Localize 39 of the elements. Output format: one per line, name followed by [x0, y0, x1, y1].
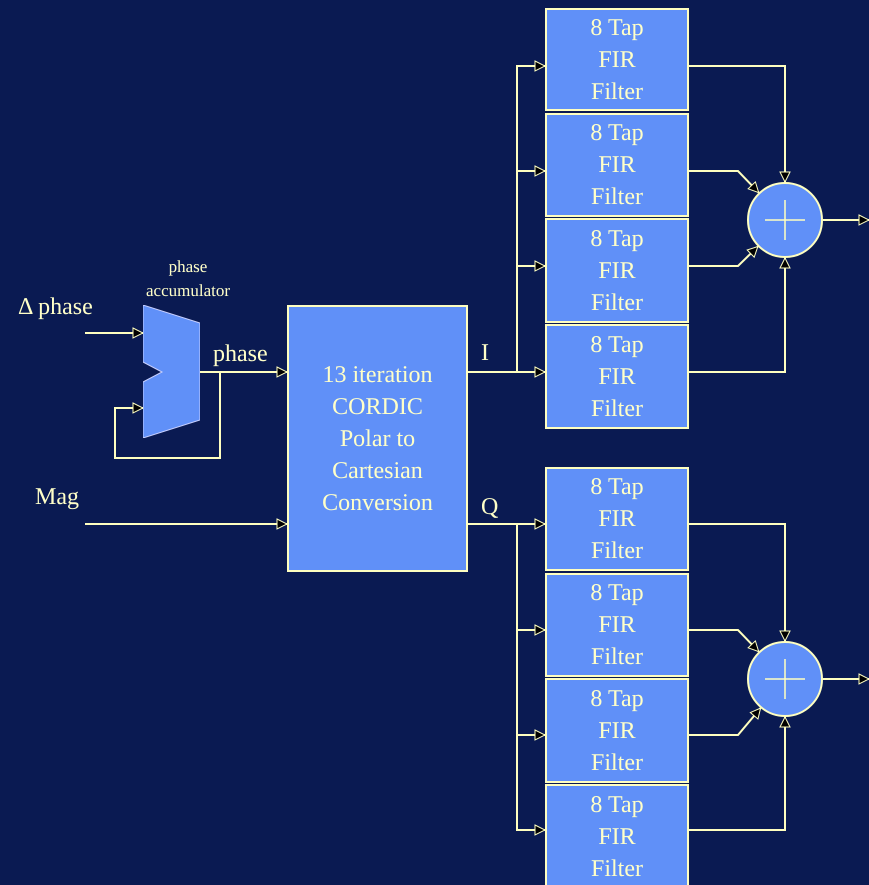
block-label: 13 iteration CORDIC Polar to Cartesian Conversion	[321, 360, 434, 518]
filter-block	[545, 573, 689, 677]
arrow	[823, 674, 869, 684]
arrow	[468, 523, 546, 836]
arrow	[85, 518, 288, 530]
block-label: 8 Tap FIR Filter	[589, 330, 645, 424]
adder-circle	[747, 182, 823, 258]
filter-block	[545, 8, 689, 111]
arrow	[689, 707, 762, 736]
block-label: 8 Tap FIR Filter	[589, 14, 645, 106]
block-label: 8 Tap FIR Filter	[589, 224, 645, 318]
arrow	[823, 214, 869, 226]
block-label: 8 Tap FIR Filter	[589, 579, 645, 672]
arrow	[114, 371, 221, 459]
arrow	[689, 246, 759, 267]
arrow	[689, 258, 790, 373]
filter-block	[545, 324, 689, 429]
block-label: 8 Tap FIR Filter	[589, 790, 645, 884]
arrow	[85, 328, 144, 338]
arrow	[689, 523, 790, 642]
adder-circle	[747, 641, 823, 717]
filter-block	[545, 784, 689, 885]
edge-label: Δ phase	[18, 294, 93, 320]
filter-block	[545, 467, 689, 571]
filter-block	[545, 113, 689, 217]
filter-block	[545, 218, 689, 323]
block-label: 8 Tap FIR Filter	[589, 473, 645, 566]
arrow	[689, 170, 760, 194]
arrow	[468, 366, 546, 378]
block-label: 8 Tap FIR Filter	[589, 684, 645, 778]
block-title: phase accumulator	[144, 256, 231, 302]
arrow	[200, 366, 288, 378]
filter-block	[545, 678, 689, 783]
cordic-block	[287, 305, 468, 572]
edge-label: phase	[213, 341, 268, 367]
arrow	[689, 65, 790, 182]
arrow	[689, 716, 790, 831]
arrow	[689, 629, 760, 652]
block-label: 8 Tap FIR Filter	[589, 119, 645, 212]
